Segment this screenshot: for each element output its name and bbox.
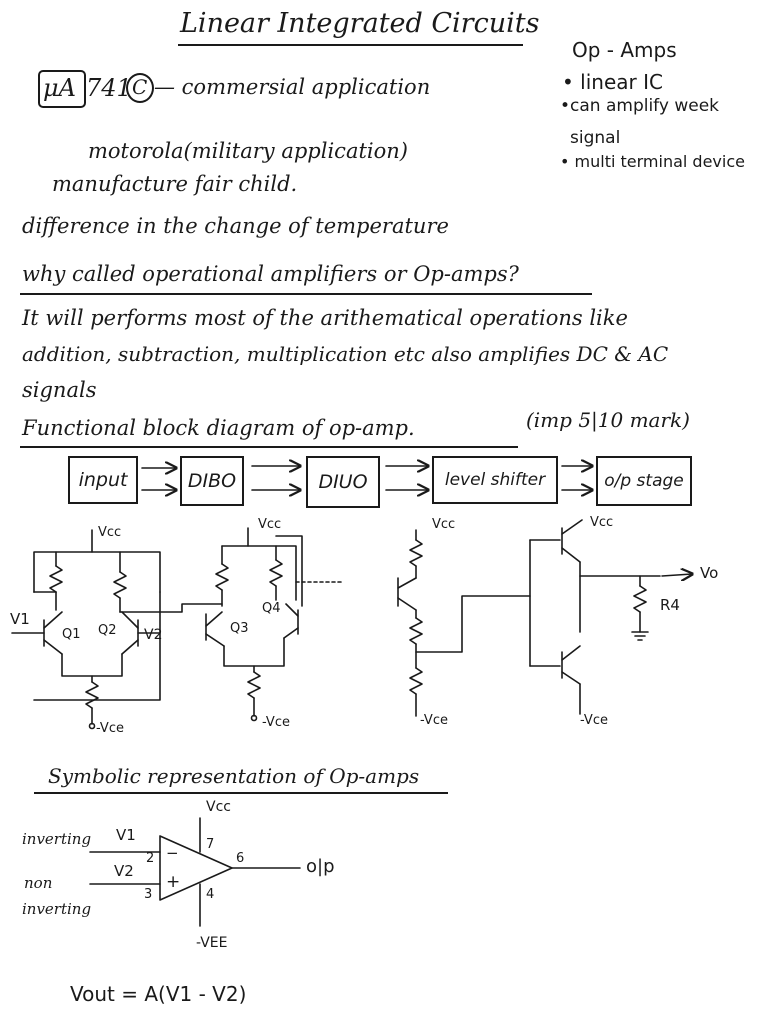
stage2-vcc-label: Vcc (258, 517, 282, 532)
stage2-vee-label: -Vce (262, 715, 290, 730)
symbol-vcc-label: Vcc (206, 799, 231, 815)
v1-label: V1 (10, 610, 30, 628)
stage3-circuit (397, 529, 531, 717)
pin-2-label: 2 (146, 851, 155, 866)
block-diagram-heading: Functional block diagram of op-amp. (22, 416, 415, 440)
plus-sign: + (166, 872, 181, 892)
opamps-note-item-4: • multi terminal device (560, 152, 745, 171)
motorola-text: motorola(military application) (88, 139, 408, 163)
vo-label: Vo (700, 564, 719, 582)
symbol-v1-label: V1 (116, 826, 136, 844)
block-output-stage: o/p stage (596, 456, 692, 506)
non-inverting-label: inverting (22, 900, 92, 918)
symbol-underline (34, 792, 448, 794)
stage2-circuit (205, 527, 345, 722)
why-question: why called operational amplifiers or Op-… (22, 262, 519, 286)
title-underline (178, 44, 523, 46)
stage1-circuit (11, 529, 223, 730)
block-input: input (68, 456, 138, 504)
stage3-vcc-label: Vcc (432, 517, 456, 532)
stage1-vee-label: -Vce (96, 721, 124, 736)
why-underline (20, 293, 592, 295)
stage3-vee-label: -Vce (420, 713, 448, 728)
q3-label: Q3 (230, 621, 249, 636)
ua-box-text: μA (43, 74, 76, 102)
non-label: non (24, 874, 53, 892)
opamps-note-heading: Op - Amps (572, 38, 677, 62)
symbol-heading: Symbolic representation of Op-amps (48, 764, 420, 788)
pin-4-label: 4 (206, 887, 215, 902)
block-diagram-note: (imp 5|10 mark) (526, 408, 690, 432)
output-label: o|p (306, 856, 335, 877)
symbol-v2-label: V2 (114, 862, 134, 880)
stage1-vcc-label: Vcc (98, 525, 122, 540)
opamp-symbol (89, 817, 301, 927)
pin-7-label: 7 (206, 837, 215, 852)
v2-label: V2 (144, 627, 163, 643)
stage4-vcc-label: Vcc (590, 515, 614, 530)
manufacture-text: manufacture fair child. (52, 172, 298, 196)
q2-label: Q2 (98, 623, 117, 638)
r4-label: R4 (660, 596, 680, 614)
commercial-text: — commersial application (154, 75, 431, 99)
why-line-2: addition, subtraction, multiplication et… (22, 342, 669, 366)
ua-circle-text: C (132, 75, 148, 99)
opamps-note-item-1: • linear IC (562, 70, 663, 94)
opamps-note-item-2: •can amplify week (560, 96, 720, 116)
symbol-vee-label: -VEE (196, 935, 228, 951)
opamps-note-item-3: signal (570, 128, 621, 148)
block-diuo: DIUO (306, 456, 380, 508)
ua-box (38, 70, 86, 108)
block-level-shifter: level shifter (432, 456, 558, 504)
difference-text: difference in the change of temperature (22, 214, 449, 238)
q1-label: Q1 (62, 627, 81, 642)
stage4-vee-label: -Vce (580, 713, 608, 728)
inverting-label: inverting (22, 830, 92, 848)
q4-label: Q4 (262, 601, 281, 616)
stage4-circuit (529, 519, 692, 715)
formula: Vout = A(V1 - V2) (70, 982, 247, 1006)
pin-3-label: 3 (144, 887, 153, 902)
why-line-3: signals (22, 378, 97, 402)
ua-circle (126, 73, 154, 103)
why-line-1: It will performs most of the arithematic… (22, 306, 628, 330)
page-title: Linear Integrated Circuits (180, 8, 540, 39)
pin-6-label: 6 (236, 851, 245, 866)
minus-sign: − (166, 844, 179, 862)
block-dibo: DIBO (180, 456, 244, 506)
ua-number: 741 (86, 74, 132, 102)
block-diagram-underline (20, 446, 518, 448)
block-arrows (141, 466, 592, 490)
